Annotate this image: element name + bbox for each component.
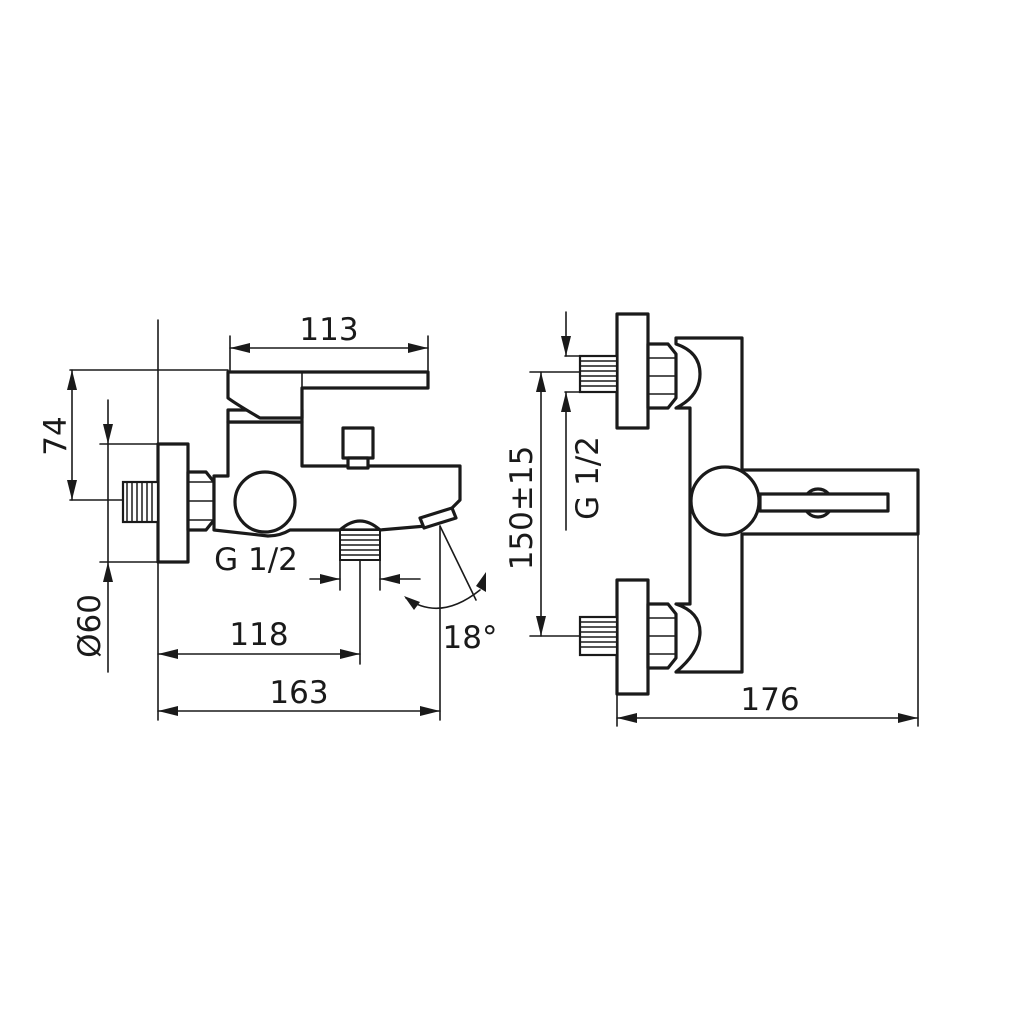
dim-176-label: 176: [740, 682, 799, 718]
diverter-knob[interactable]: [341, 426, 375, 470]
side-view: 113 74 Ø60 G 1/2 118 163: [38, 312, 498, 721]
front-cartridge: [689, 465, 761, 537]
top-escutcheon: [615, 312, 650, 430]
mixer-lever[interactable]: [226, 370, 430, 420]
front-lever[interactable]: [758, 487, 890, 519]
dim-thread-label-front: G 1/2: [570, 436, 606, 520]
angle-indicator: [404, 525, 486, 610]
dim-center-distance-label: 150±15: [504, 446, 540, 571]
spout-aerator: [418, 506, 458, 530]
top-inlet-thread: [578, 354, 619, 394]
dim-118-label: 118: [229, 617, 288, 653]
dim-74-label: 74: [38, 416, 74, 455]
bottom-hex-nut: [646, 602, 678, 670]
wall-escutcheon: [156, 442, 190, 564]
hex-nut: [186, 470, 216, 532]
dim-diameter-label: Ø60: [72, 594, 108, 658]
top-hex-nut: [646, 342, 678, 410]
bottom-inlet-thread: [578, 615, 619, 657]
dim-163-label: 163: [269, 675, 328, 711]
dim-thread-label-side: G 1/2: [214, 542, 298, 578]
outlet-thread: [338, 519, 382, 561]
bottom-escutcheon: [615, 578, 650, 696]
dim-113-label: 113: [299, 312, 358, 348]
front-view: G 1/2 150±15 176: [504, 311, 920, 727]
dim-angle-label: 18°: [443, 620, 498, 656]
inlet-thread: [121, 480, 160, 524]
cartridge-cap: [233, 470, 297, 534]
